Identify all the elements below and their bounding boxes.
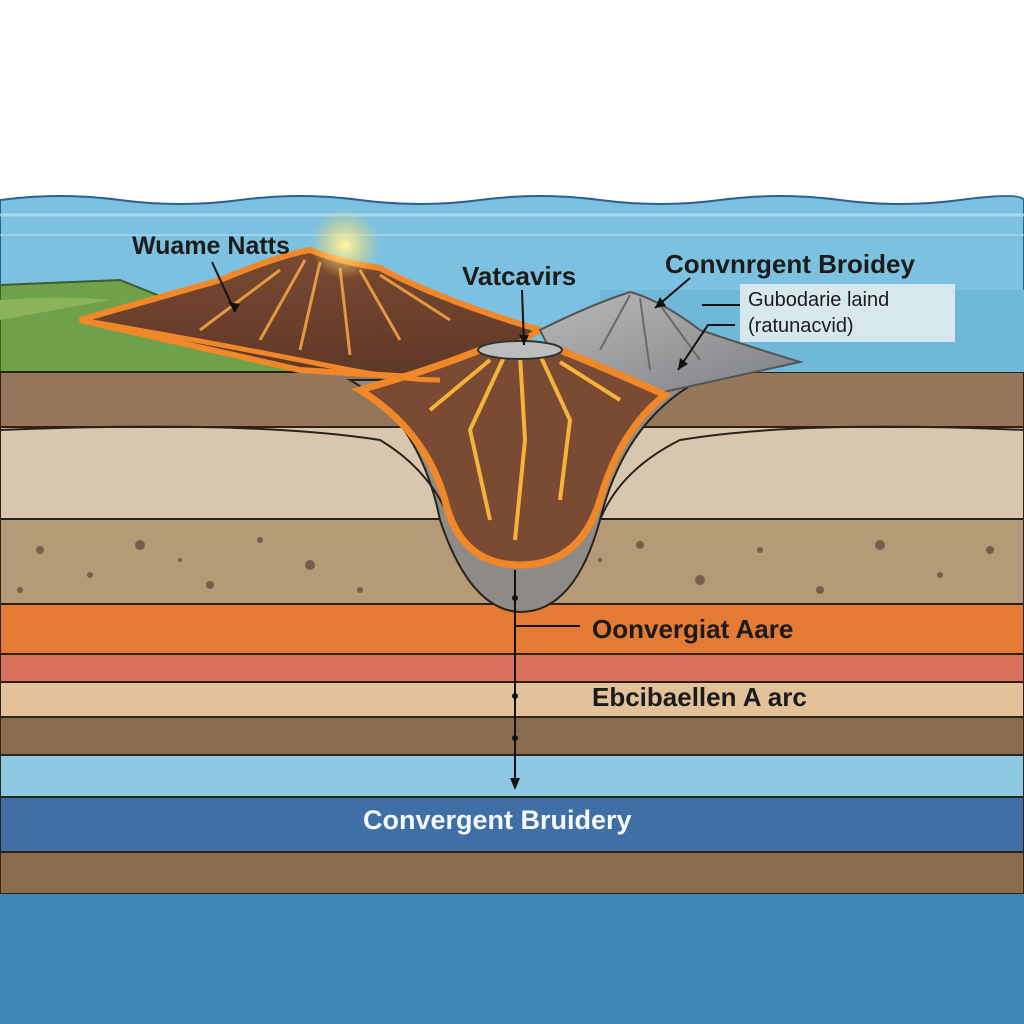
layer-light-blue xyxy=(0,754,1024,798)
sky xyxy=(0,0,1024,200)
layer-red xyxy=(0,653,1024,683)
label-boundary-bottom: Convergent Bruidery xyxy=(363,805,632,835)
layer-orange xyxy=(0,603,1024,655)
subduction-curve-right xyxy=(599,425,1024,521)
label-subduction-line2: (ratunacvid) xyxy=(748,315,854,337)
left-volcano-ridges xyxy=(199,259,451,356)
lava-flow xyxy=(79,317,441,383)
land-hills xyxy=(0,297,110,320)
center-crater xyxy=(477,340,563,360)
arrow-heads xyxy=(228,297,688,790)
layer-tan-lower xyxy=(0,681,1024,718)
magma-veins xyxy=(428,354,622,541)
rock-speckles xyxy=(17,537,994,594)
label-boundary-top: Convnrgent Broidey xyxy=(665,249,915,279)
crater-glow xyxy=(310,210,380,280)
label-subduction-line1: Gubodarie laind xyxy=(748,289,889,311)
layer-ocean-bottom xyxy=(0,894,1024,1024)
label-left-volcano: Wuame Natts xyxy=(132,232,290,260)
label-center-volcano: Vatcavirs xyxy=(462,261,576,291)
label-arc-lower: Ebcibaellen A arc xyxy=(592,682,807,712)
layer-brown-bottom xyxy=(0,851,1024,895)
tick-dots xyxy=(512,595,518,741)
grey-volcano-ridges xyxy=(599,294,701,371)
callout-box xyxy=(740,284,955,342)
layer-brown-lower xyxy=(0,716,1024,756)
label-arc-upper: Oonvergiat Aare xyxy=(592,614,793,644)
subduction-curve-left xyxy=(0,425,451,521)
